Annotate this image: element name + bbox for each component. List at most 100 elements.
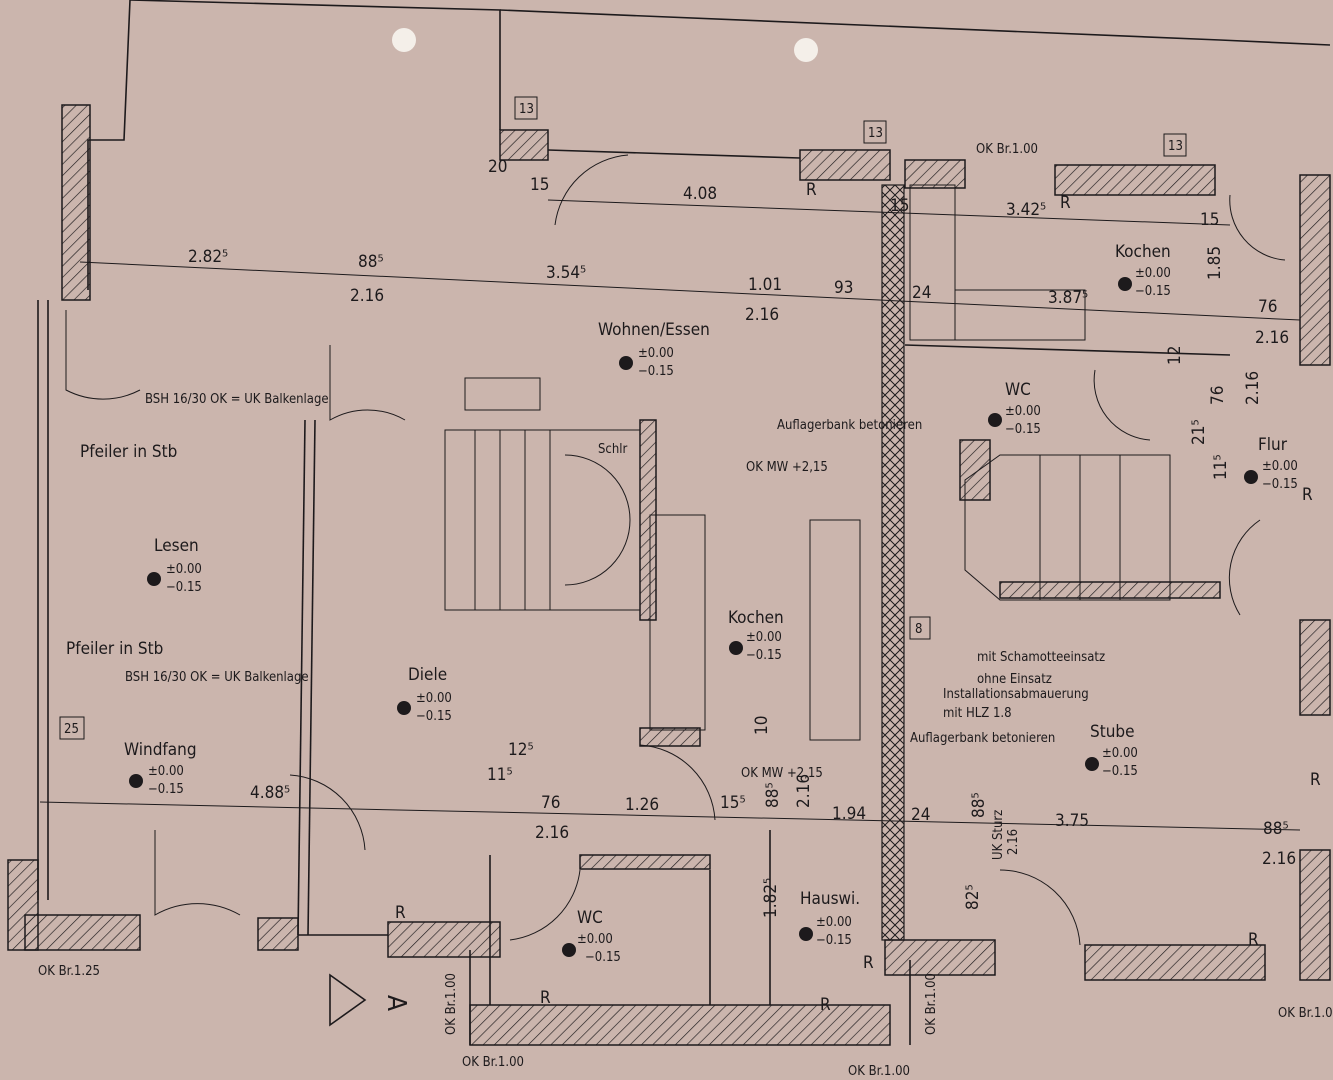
plan-label: UK Sturz — [991, 810, 1006, 860]
level-symbol-icon — [147, 572, 161, 586]
punch-hole — [392, 28, 416, 52]
level-symbol-icon — [562, 943, 576, 957]
plan-label: Lesen — [154, 536, 199, 556]
doors — [65, 154, 1286, 946]
plan-label: ±0.00 — [1102, 746, 1138, 761]
plan-label: 76 — [541, 793, 560, 813]
plan-label: BSH 16/30 OK = UK Balkenlage — [125, 670, 309, 685]
plan-label: R — [1302, 485, 1313, 505]
level-symbol-icon — [1085, 757, 1099, 771]
plan-label: Wohnen/Essen — [598, 320, 710, 340]
plan-label: 3.87⁵ — [1048, 288, 1088, 308]
plan-label: −0.15 — [1102, 764, 1138, 779]
plan-label: Hauswi. — [800, 889, 860, 909]
plan-label: mit HLZ 1.8 — [943, 706, 1012, 721]
room-flur: Flur ±0.00 −0.15 — [1244, 435, 1298, 492]
plan-label: −0.15 — [416, 709, 452, 724]
plan-label: OK Br.1.00 — [444, 973, 459, 1035]
plan-label: Schlr — [598, 442, 628, 457]
plan-label: 13 — [519, 102, 534, 117]
level-symbol-icon — [729, 641, 743, 655]
plan-label: 2.16 — [535, 823, 569, 843]
plan-label: Flur — [1258, 435, 1288, 455]
plan-label: R — [395, 903, 406, 923]
plan-label: 15⁵ — [720, 793, 746, 813]
plan-label: 1.94 — [832, 804, 866, 824]
level-symbol-icon — [1118, 277, 1132, 291]
plan-label: Diele — [408, 665, 447, 685]
section-marker-a: A — [329, 973, 411, 1027]
plan-label: 82⁵ — [963, 884, 983, 910]
room-hauswirtschaft: Hauswi.±0.00−0.15 — [799, 889, 860, 948]
plan-label: R — [806, 180, 817, 200]
plan-label: 3.75 — [1055, 811, 1089, 831]
plan-label: −0.15 — [1135, 284, 1171, 299]
room-wc-upper: WC±0.00−0.15 — [988, 380, 1041, 437]
plan-label: Auflagerbank betonieren — [910, 731, 1055, 746]
plan-label: 4.88⁵ — [250, 783, 290, 803]
plan-label: R — [1060, 193, 1071, 213]
plan-label: 1.26 — [625, 795, 659, 815]
plan-label: A — [381, 995, 411, 1011]
plan-label: 3.42⁵ — [1006, 200, 1046, 220]
plan-label: ±0.00 — [148, 764, 184, 779]
plan-label: 76 — [1208, 386, 1228, 405]
plan-label: 88⁵ — [763, 782, 783, 808]
plan-label: −0.15 — [585, 950, 621, 965]
plan-label: WC — [1005, 380, 1031, 400]
punch-hole — [794, 38, 818, 62]
plan-label: ±0.00 — [577, 932, 613, 947]
plan-label: R — [820, 995, 831, 1015]
plan-label: R — [863, 953, 874, 973]
plan-label: 25 — [64, 722, 79, 737]
plan-label: ±0.00 — [816, 915, 852, 930]
plan-label: 12⁵ — [508, 740, 534, 760]
plan-label: 2.16 — [1243, 371, 1263, 405]
plan-label: 15 — [890, 196, 909, 216]
plan-label: ±0.00 — [166, 562, 202, 577]
plan-label: OK Br.1.00 — [976, 142, 1038, 157]
plan-label: Stube — [1090, 722, 1135, 742]
plan-label: ±0.00 — [746, 630, 782, 645]
plan-label: 88⁵ — [1263, 819, 1289, 839]
plan-label: 88⁵ — [969, 792, 989, 818]
plan-label: 11⁵ — [487, 765, 513, 785]
room-kochen-right: Kochen±0.00−0.15 — [1115, 242, 1171, 299]
plan-label: R — [540, 988, 551, 1008]
plan-label: ±0.00 — [1262, 459, 1298, 474]
plan-label: mit Schamotteeinsatz — [977, 650, 1105, 665]
plan-label: −0.15 — [746, 648, 782, 663]
plan-label: 93 — [834, 278, 853, 298]
plan-label: 8 — [915, 622, 922, 637]
plan-label: 2.16 — [1255, 328, 1289, 348]
level-symbol-icon — [799, 927, 813, 941]
plan-label: 4.08 — [683, 184, 717, 204]
plan-label: −0.15 — [1262, 477, 1298, 492]
level-symbol-icon — [1244, 470, 1258, 484]
level-symbol-icon — [397, 701, 411, 715]
plan-label: −0.15 — [148, 782, 184, 797]
walls — [7, 0, 1331, 1046]
plan-label: Pfeiler in Stb — [80, 442, 177, 462]
plan-label: −0.15 — [638, 364, 674, 379]
plan-label: 21⁵ — [1189, 419, 1209, 445]
plan-label: 24 — [912, 283, 931, 303]
plan-label: Installationsabmauerung — [943, 687, 1089, 702]
plan-label: 1.85 — [1205, 246, 1225, 280]
plan-label: 2.16 — [1262, 849, 1296, 869]
level-symbol-icon — [129, 774, 143, 788]
dimension-lines — [39, 199, 1301, 831]
plan-label: 2.16 — [1006, 829, 1021, 855]
plan-label: ohne Einsatz — [977, 672, 1052, 687]
plan-label: 2.16 — [745, 305, 779, 325]
plan-label: ±0.00 — [416, 691, 452, 706]
plan-label: Kochen — [728, 608, 784, 628]
plan-label: 3.54⁵ — [546, 263, 586, 283]
plan-label: 10 — [752, 716, 772, 735]
level-symbol-icon — [988, 413, 1002, 427]
plan-label: 76 — [1258, 297, 1277, 317]
plan-label: BSH 16/30 OK = UK Balkenlage — [145, 392, 329, 407]
plan-label: ±0.00 — [638, 346, 674, 361]
plan-label: OK MW +2,15 — [741, 766, 823, 781]
